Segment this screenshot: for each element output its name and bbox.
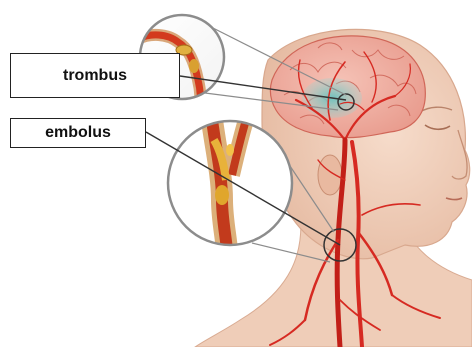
magnifier-lower <box>168 120 292 260</box>
ear <box>318 155 342 195</box>
thrombus-label: trombus <box>10 53 180 98</box>
embolus-label: embolus <box>10 118 146 148</box>
